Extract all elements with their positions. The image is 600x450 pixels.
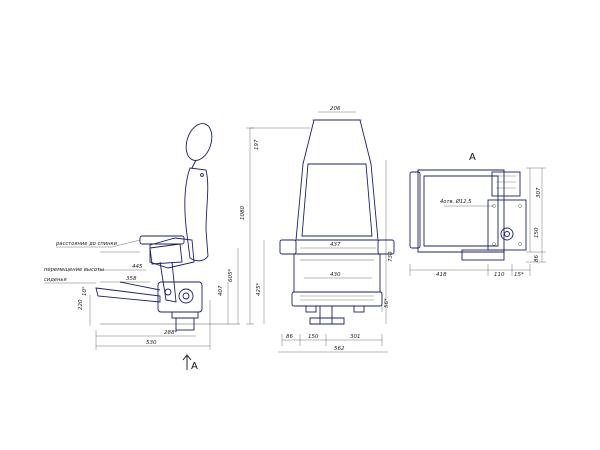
dim-1080: 1080 [240, 206, 246, 220]
dim-150-top: 150 [534, 227, 540, 238]
dim-307: 307 [536, 187, 542, 198]
view-arrow [182, 354, 192, 370]
top-base-plate [487, 199, 527, 251]
top-view-title: A [469, 152, 476, 163]
dim-150: 150 [308, 334, 319, 340]
mannequin-torso [184, 167, 209, 262]
dim-56: 56* [384, 298, 390, 308]
front-suspension [291, 291, 383, 307]
dim-301: 301 [350, 334, 361, 340]
dim-86: 86 [286, 334, 293, 340]
dim-197: 197 [254, 139, 260, 150]
label-backrest-recline: расстояние до спинки [55, 241, 118, 247]
mannequin-head [185, 123, 213, 161]
dim-358: 358 [126, 276, 137, 282]
dim-430: 430 [330, 272, 341, 278]
dim-10-degrees: 10° [82, 286, 88, 296]
dim-288: 288* [164, 330, 177, 336]
dim-730: 730 [388, 251, 394, 262]
dim-407: 407 [218, 285, 224, 296]
label-height-adjust-line1: перемещение высоты [44, 267, 104, 273]
dim-425: 425* [256, 283, 262, 296]
side-view: 445 358 10° 220 288* 530 407 605* 1080 1… [44, 123, 310, 372]
dim-418: 418 [436, 272, 447, 278]
side-suspension [157, 281, 203, 313]
label-height-adjust-line2: сиденья [44, 277, 67, 283]
dim-15: 15* [514, 272, 524, 278]
front-armrest-left [279, 239, 297, 255]
dim-206: 206 [330, 106, 341, 112]
view-arrow-label: A [191, 361, 198, 372]
dim-437: 437 [330, 242, 341, 248]
dim-605: 605* [228, 269, 234, 282]
front-backrest [295, 119, 379, 241]
dim-220: 220 [78, 299, 84, 310]
top-view: A 4отв. Ø12,5 307 150 86 418 110 15* [409, 152, 546, 278]
dim-530: 530 [146, 340, 157, 346]
front-view: 206 437 430 730 425* 56* 86 150 301 562 [256, 106, 395, 353]
dim-562: 562 [334, 346, 345, 352]
holes-label: 4отв. Ø12,5 [440, 198, 472, 205]
side-seat-cushion [149, 237, 195, 269]
dim-86-top: 86 [534, 255, 540, 262]
top-seat-outline [417, 169, 505, 253]
dim-110: 110 [494, 272, 505, 278]
dim-445: 445 [132, 264, 143, 270]
